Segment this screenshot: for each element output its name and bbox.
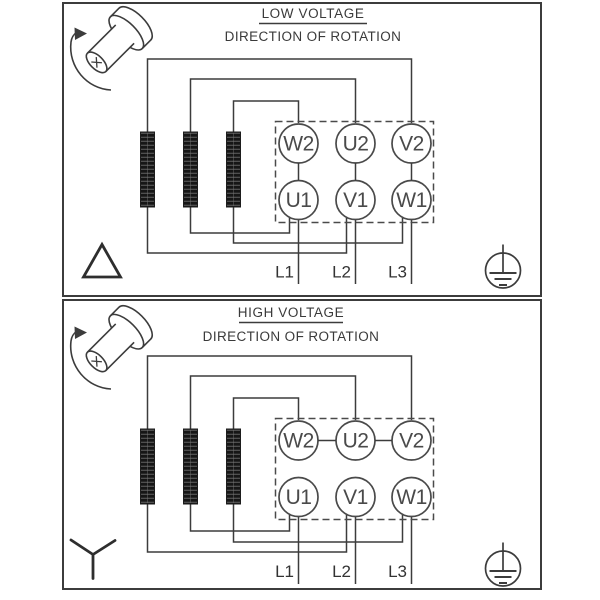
panel-high-voltage: HIGH VOLTAGE DIRECTION OF ROTATION <box>62 299 542 590</box>
delta-symbol <box>81 241 123 279</box>
terminal-label-v2: V2 <box>399 133 424 156</box>
winding-coil-2 <box>183 428 198 505</box>
panel-subtitle: DIRECTION OF ROTATION <box>203 329 380 344</box>
terminal-box-outline <box>274 417 435 521</box>
lead-label-l3: L3 <box>388 562 407 581</box>
terminal-label-u1: U1 <box>286 486 312 509</box>
lead-label-l3: L3 <box>388 263 407 282</box>
bottom-wires <box>146 504 404 553</box>
motor-rotation-icon <box>69 6 153 91</box>
terminal-w1 <box>391 476 432 518</box>
motor-shaft <box>86 323 135 372</box>
panel-title: LOW VOLTAGE <box>262 6 365 21</box>
winding-coil-3 <box>226 131 241 208</box>
winding-coils <box>140 428 241 505</box>
star-symbol <box>69 538 117 580</box>
earth-ground-icon <box>484 542 522 587</box>
ground-circle <box>484 550 522 587</box>
winding-coils <box>140 131 241 208</box>
supply-leads <box>297 219 413 284</box>
terminal-label-v2: V2 <box>399 430 424 453</box>
bottom-wires <box>146 207 404 254</box>
lead-label-l1: L1 <box>275 263 294 282</box>
terminal-u1 <box>278 476 319 518</box>
winding-coil-1 <box>140 131 155 208</box>
panel-subtitle: DIRECTION OF ROTATION <box>225 29 402 44</box>
terminal-v1 <box>335 476 376 518</box>
rotation-arrow-head <box>74 27 87 40</box>
terminal-links-delta <box>297 163 413 181</box>
terminal-label-u2: U2 <box>343 133 369 156</box>
ground-bars <box>489 570 517 584</box>
rotation-arrow-arc <box>69 31 112 91</box>
terminal-label-u2: U2 <box>343 430 369 453</box>
winding-coil-3 <box>226 428 241 505</box>
terminal-label-w1: W1 <box>396 486 427 509</box>
rotation-arrow-arc <box>69 330 112 390</box>
lead-label-l2: L2 <box>332 562 351 581</box>
panel-border <box>62 2 542 297</box>
supply-leads <box>297 516 413 584</box>
motor-shaft <box>86 24 135 73</box>
terminal-label-u1: U1 <box>286 189 312 212</box>
shaft-slot-x <box>91 356 102 367</box>
coil-center-lines <box>147 430 234 503</box>
ground-bars <box>489 272 517 286</box>
coil-center-lines <box>147 133 234 206</box>
ground-circle <box>484 252 522 289</box>
shaft-slot-x <box>91 57 102 68</box>
top-wires <box>146 58 413 132</box>
terminal-label-w2: W2 <box>283 133 314 156</box>
panel-title: HIGH VOLTAGE <box>238 305 344 320</box>
winding-coil-2 <box>183 131 198 208</box>
terminal-label-w2: W2 <box>283 430 314 453</box>
terminal-label-v1: V1 <box>343 189 368 212</box>
lead-label-l1: L1 <box>275 562 294 581</box>
panel-low-voltage: LOW VOLTAGE DIRECTION OF ROTATION <box>62 2 542 297</box>
panel-border <box>62 299 542 590</box>
motor-rotation-icon <box>69 305 153 390</box>
lead-label-l2: L2 <box>332 263 351 282</box>
winding-coil-1 <box>140 428 155 505</box>
terminal-box-outline <box>274 120 435 224</box>
earth-ground-icon <box>484 244 522 289</box>
top-wires <box>146 355 413 429</box>
terminal-label-w1: W1 <box>396 189 427 212</box>
terminal-label-v1: V1 <box>343 486 368 509</box>
rotation-arrow-head <box>74 326 87 339</box>
